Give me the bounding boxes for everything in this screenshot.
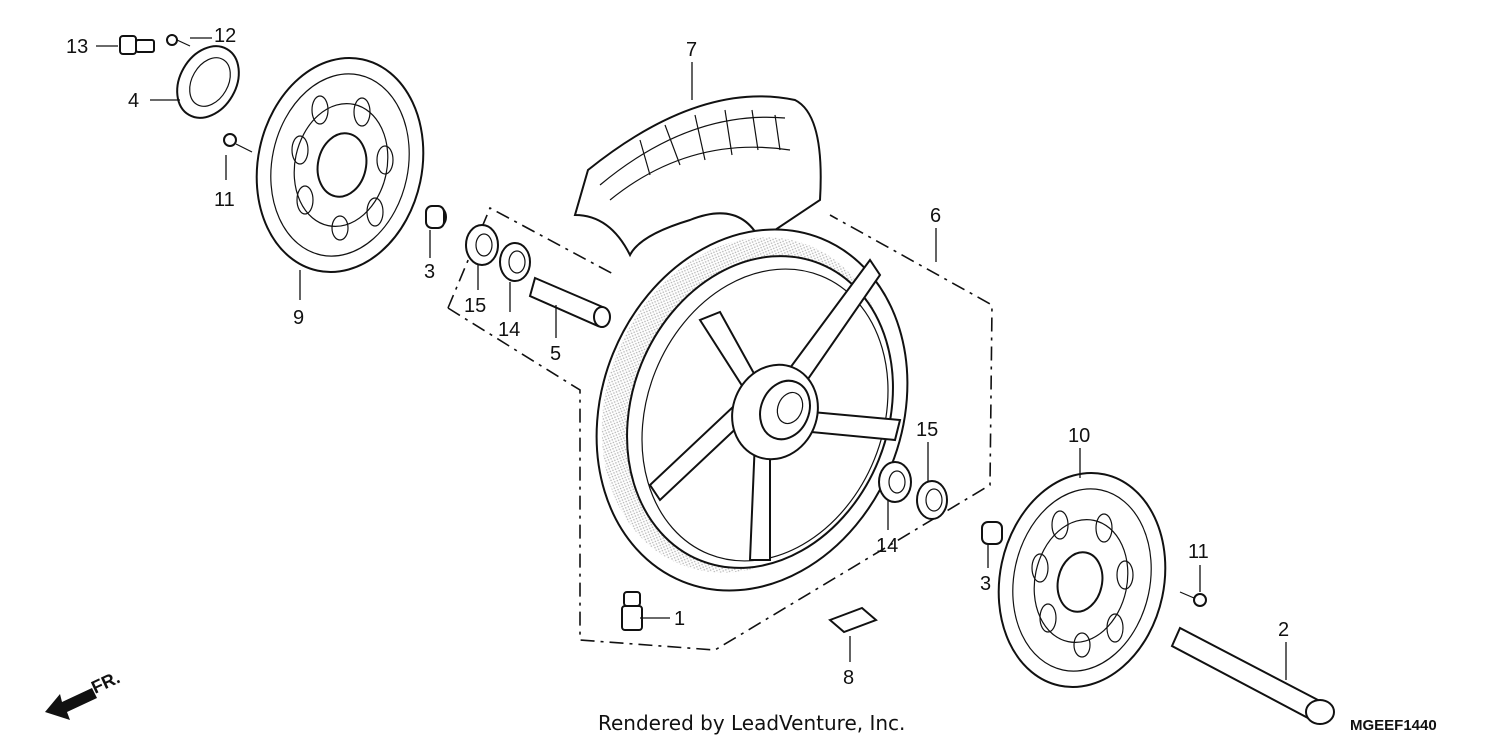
callout-12: 12 [214,25,236,47]
callout-10: 10 [1068,425,1090,447]
dust-seal-right [916,480,948,520]
side-collar-left [425,205,447,229]
wheel-rim [595,228,909,592]
brake-disc-right [997,471,1167,689]
diagram-code: MGEEF1440 [1350,717,1437,734]
callout-9: 9 [293,307,304,329]
callout-14-left: 14 [498,319,520,341]
balance-weight [828,606,878,634]
disc-bolt-right [1179,591,1207,607]
callout-3-right: 3 [980,573,991,595]
callout-13: 13 [66,36,88,58]
callout-11-right: 11 [1188,541,1209,563]
leader-lines [96,37,1287,680]
callout-labels: 13 12 4 11 9 3 15 14 5 7 6 15 10 14 3 11… [66,25,1289,689]
callout-14-right: 14 [876,535,898,557]
callout-2: 2 [1278,619,1289,641]
front-direction-arrow: FR. [45,667,123,720]
tire [573,95,822,258]
bearing-left [465,224,499,266]
callout-11-left: 11 [214,189,235,211]
callout-15-right: 15 [916,419,938,441]
callout-6: 6 [930,205,941,227]
callout-15-left: 15 [464,295,486,317]
callout-4: 4 [128,90,139,112]
screw-12 [166,34,191,47]
callout-1: 1 [674,608,685,630]
brake-disc-left [255,56,425,274]
air-valve [621,591,643,631]
collar-bolt [119,35,155,55]
front-axle [1170,626,1335,725]
assembly-outline [447,206,993,651]
callout-8: 8 [843,667,854,689]
callout-5: 5 [550,343,561,365]
footer-credit: Rendered by LeadVenture, Inc. [598,711,905,735]
callout-3-left: 3 [424,261,435,283]
side-collar-right [981,521,1003,545]
callout-7: 7 [686,39,697,61]
bearing-right [878,461,912,503]
distance-collar [528,276,611,328]
disc-bolt-left [223,133,253,153]
pulser-ring [176,45,240,119]
dust-seal-left [499,242,531,282]
